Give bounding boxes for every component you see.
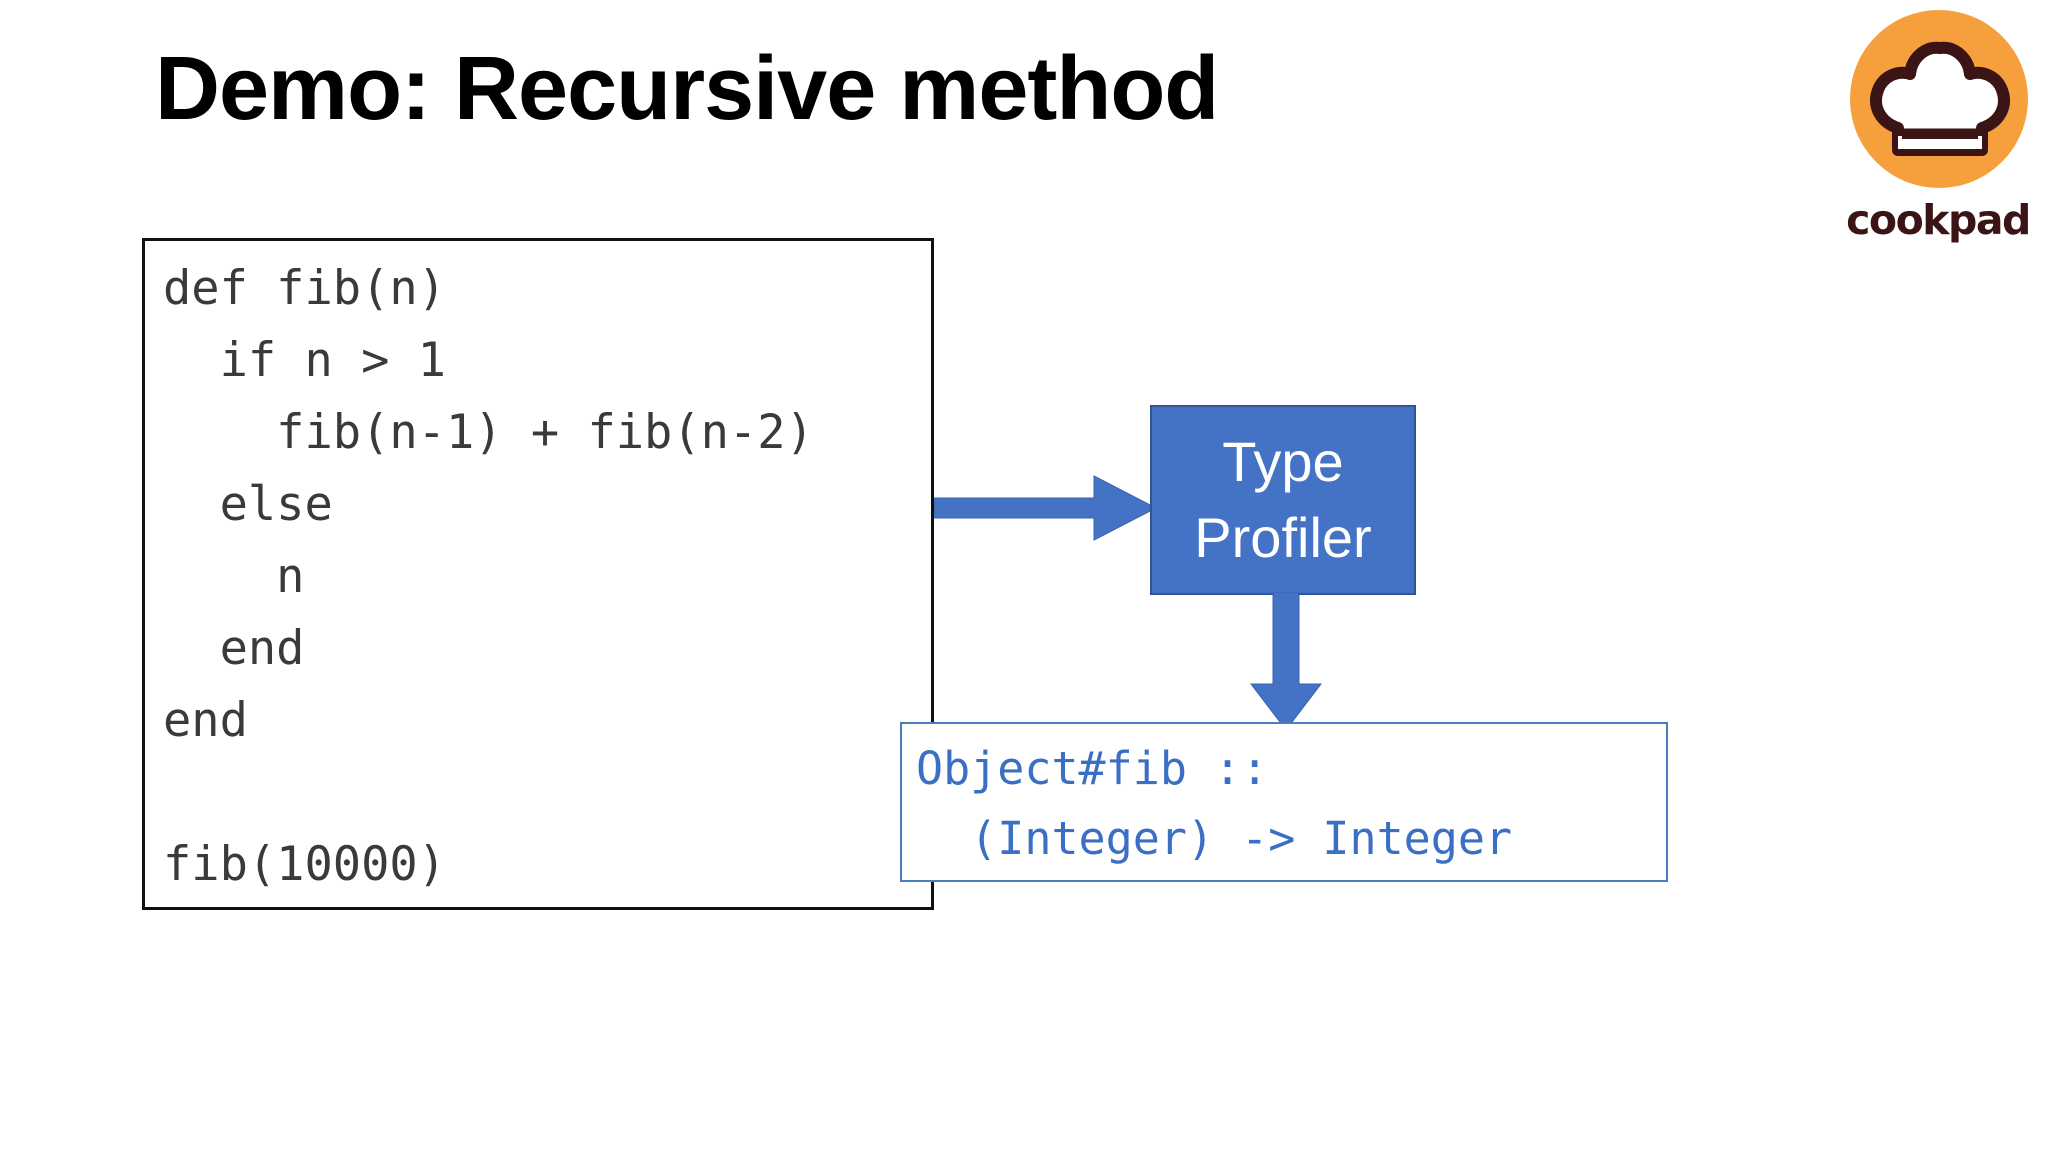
profiler-to-output-arrow	[1243, 591, 1329, 731]
code-block: def fib(n) if n > 1 fib(n-1) + fib(n-2) …	[142, 238, 934, 910]
output-block: Object#fib :: (Integer) -> Integer	[900, 722, 1668, 882]
code-to-profiler-arrow	[933, 468, 1158, 548]
cookpad-wordmark: cookpad	[1846, 196, 2031, 244]
code-block-text: def fib(n) if n > 1 fib(n-1) + fib(n-2) …	[163, 261, 814, 892]
type-profiler-label-line-2: Profiler	[1194, 506, 1372, 569]
output-block-text: Object#fib :: (Integer) -> Integer	[916, 742, 1513, 865]
page-title: Demo: Recursive method	[155, 39, 1219, 139]
type-profiler-node: Type Profiler	[1150, 405, 1416, 595]
type-profiler-label-line-1: Type	[1222, 430, 1344, 493]
chef-hat-icon	[1850, 10, 2028, 188]
cookpad-logo: cookpad	[1838, 10, 2038, 250]
